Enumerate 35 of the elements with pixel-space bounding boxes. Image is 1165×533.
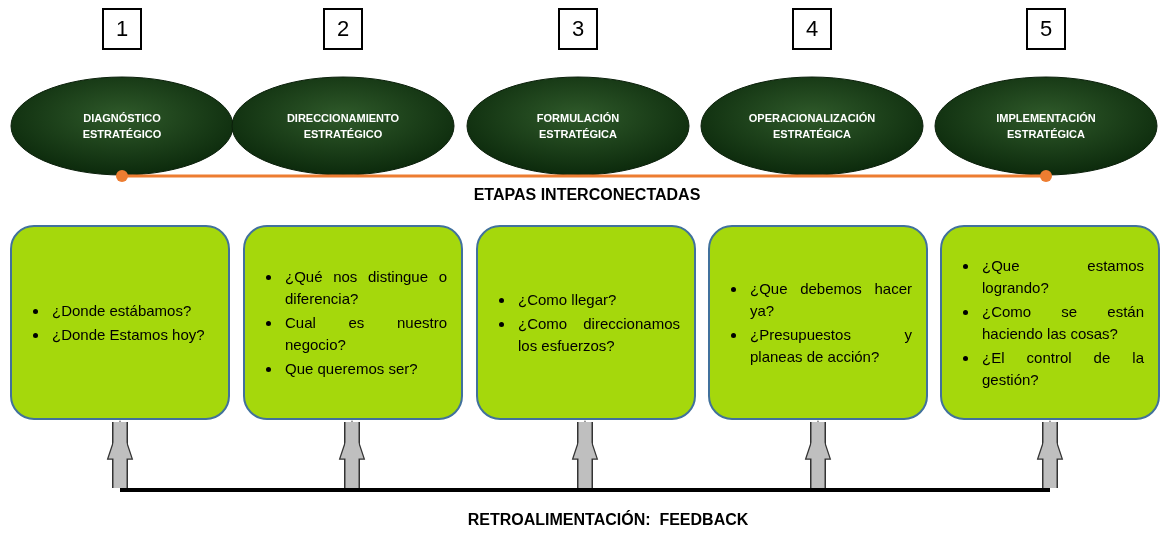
block-arrow	[572, 421, 598, 488]
question-item: ¿Como se están haciendo las cosas?	[982, 302, 1144, 342]
step-number: 1	[102, 8, 142, 50]
step-number: 3	[558, 8, 598, 50]
stage-name: IMPLEMENTACIÓN ESTRATÉGICA	[995, 111, 1097, 142]
question-item: ¿Como direccionamos los esfuerzos?	[518, 314, 680, 354]
question-item: ¿Qué nos distingue o diferencia?	[285, 267, 447, 307]
block-arrow	[1037, 421, 1063, 488]
stage-name: DIAGNÓSTICO ESTRATÉGICO	[81, 111, 163, 142]
question-item: ¿Donde Estamos hoy?	[52, 325, 205, 343]
question-box	[243, 225, 463, 420]
question-item: ¿Presupuestos y planeas de acción?	[750, 325, 912, 365]
question-item: ¿Donde estábamos?	[52, 301, 192, 319]
stage-name: FORMULACIÓN ESTRATÉGICA	[535, 111, 621, 142]
step-number: 4	[792, 8, 832, 50]
question-item: Que queremos ser?	[285, 359, 418, 377]
connector-line	[116, 170, 1052, 182]
block-arrow	[805, 421, 831, 488]
block-arrow	[107, 421, 133, 488]
question-item: ¿Que debemos hacer ya?	[750, 279, 912, 319]
step-number: 5	[1026, 8, 1066, 50]
question-item: ¿Como llegar?	[518, 290, 617, 308]
question-box	[476, 225, 696, 420]
stage-name: OPERACIONALIZACIÓN ESTRATÉGICA	[747, 111, 877, 142]
caption-text: RETROALIMENTACIÓN: FEEDBACK	[467, 511, 749, 529]
step-number: 2	[323, 8, 363, 50]
stage-name: DIRECCIONAMIENTO ESTRATÉGICO	[285, 111, 401, 142]
question-item: ¿Que estamos logrando?	[982, 256, 1144, 296]
question-box	[940, 225, 1160, 420]
question-box	[708, 225, 928, 420]
block-arrow	[339, 421, 365, 488]
caption-text: ETAPAS INTERCONECTADAS	[473, 186, 701, 204]
question-box	[10, 225, 230, 420]
question-item: Cual es nuestro negocio?	[285, 313, 447, 353]
question-item: ¿El control de la gestión?	[982, 348, 1144, 388]
